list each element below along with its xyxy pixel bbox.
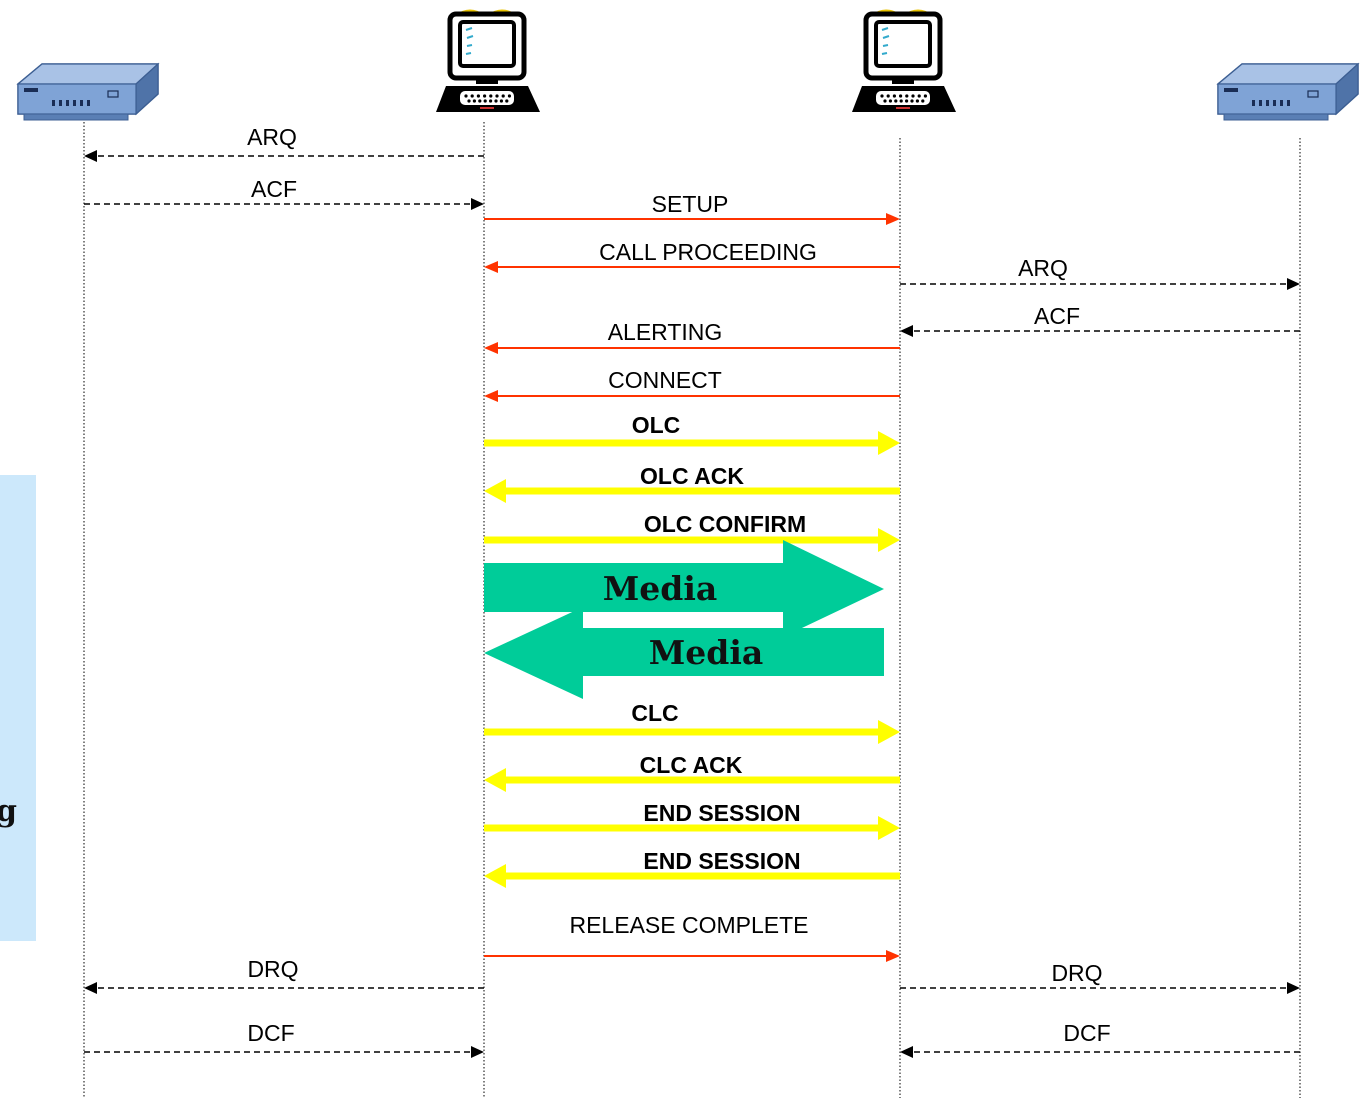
message-arrow xyxy=(900,278,1300,290)
message-label: SETUP xyxy=(652,191,729,217)
message-label: ACF xyxy=(251,176,297,202)
message-label: ALERTING xyxy=(608,319,723,345)
message-label: DCF xyxy=(247,1020,294,1046)
gatekeeper-server-icon xyxy=(16,62,160,121)
message-label: ACF xyxy=(1034,303,1080,329)
computer-terminal-icon xyxy=(852,9,956,112)
message-arrow xyxy=(484,528,900,552)
message-label: OLC ACK xyxy=(640,463,744,489)
message-arrow xyxy=(484,342,900,354)
message-arrow xyxy=(484,816,900,840)
gatekeeper-server-icon xyxy=(1216,62,1360,121)
message-arrow xyxy=(484,768,900,792)
message-arrow xyxy=(900,982,1300,994)
media-arrow xyxy=(484,607,884,699)
message-arrow xyxy=(900,1046,1300,1058)
message-arrow xyxy=(900,325,1300,337)
message-label: RELEASE COMPLETE xyxy=(569,912,808,938)
message-arrow xyxy=(484,431,900,455)
message-label: END SESSION xyxy=(643,800,800,826)
side-panel-text: g xyxy=(0,794,17,829)
message-label: ARQ xyxy=(247,124,297,150)
message-arrow xyxy=(484,213,900,225)
media-label: Media xyxy=(649,633,764,672)
message-label: CLC ACK xyxy=(640,752,743,778)
message-arrow xyxy=(484,261,900,273)
computer-terminal-icon xyxy=(436,9,540,112)
message-label: OLC CONFIRM xyxy=(644,511,806,537)
message-arrow xyxy=(84,198,484,210)
message-label: DRQ xyxy=(1051,960,1102,986)
message-arrow xyxy=(484,864,900,888)
message-label: END SESSION xyxy=(643,848,800,874)
side-panel xyxy=(0,475,36,941)
message-label: CLC xyxy=(631,700,678,726)
message-label: CALL PROCEEDING xyxy=(599,239,817,265)
message-arrow xyxy=(84,150,484,162)
message-label: DRQ xyxy=(247,956,298,982)
media-arrow xyxy=(484,540,884,637)
message-label: ARQ xyxy=(1018,255,1068,281)
message-label: CONNECT xyxy=(608,367,722,393)
media-label: Media xyxy=(603,569,718,608)
message-label: DCF xyxy=(1063,1020,1110,1046)
message-arrow xyxy=(484,479,900,503)
message-arrow xyxy=(484,390,900,402)
message-label: OLC xyxy=(632,412,681,438)
message-arrow xyxy=(84,1046,484,1058)
message-arrow xyxy=(484,950,900,962)
message-arrow xyxy=(484,720,900,744)
message-arrow xyxy=(84,982,484,994)
